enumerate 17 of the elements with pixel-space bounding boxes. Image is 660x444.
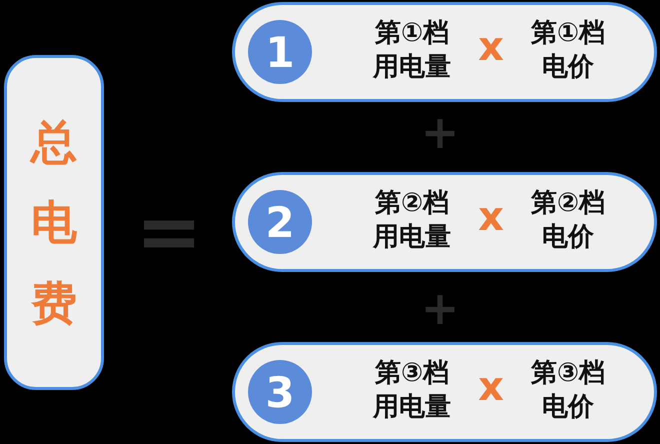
term-text: 第①档用电量: [372, 17, 452, 84]
term-text: 第②档用电量: [372, 187, 452, 254]
multiply-sign: x: [478, 367, 504, 407]
term-text: 第①档电价: [530, 17, 606, 84]
total-title: 总电费: [31, 114, 77, 332]
number-badge: 2: [248, 190, 312, 254]
total-box: [4, 55, 104, 390]
term-text: 第②档电价: [530, 187, 606, 254]
term-text: 第③档用电量: [372, 357, 452, 424]
plus-sign: +: [420, 109, 460, 155]
plus-sign: +: [420, 285, 460, 331]
number-badge: 1: [248, 20, 312, 84]
multiply-sign: x: [478, 197, 504, 237]
term-text: 第③档电价: [530, 357, 606, 424]
equals-sign: =: [135, 192, 203, 272]
multiply-sign: x: [478, 27, 504, 67]
number-badge: 3: [248, 360, 312, 424]
